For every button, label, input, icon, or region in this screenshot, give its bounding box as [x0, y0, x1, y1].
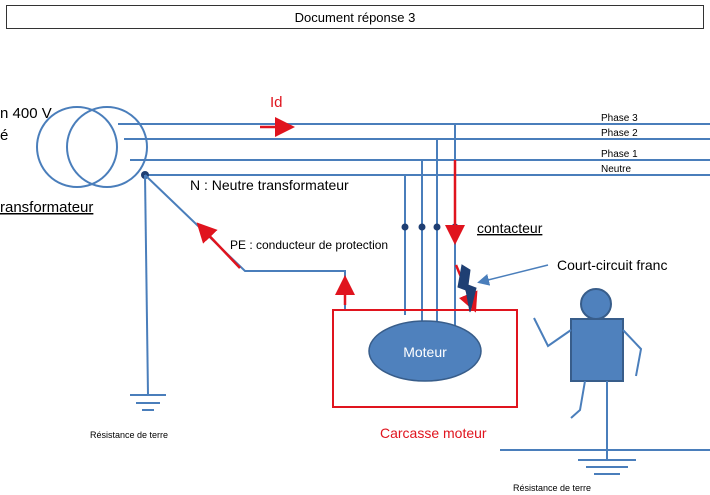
- person-figure: [533, 288, 643, 450]
- short-circuit-pointer: [477, 264, 549, 286]
- motor-frame: [332, 309, 518, 408]
- transformer-symbol: [36, 106, 148, 188]
- neutral-line-label: N : Neutre transformateur: [190, 177, 349, 193]
- neutre-label: Neutre: [601, 164, 631, 175]
- earth-right-label: Résistance de terre: [513, 483, 591, 493]
- earth-left-label: Résistance de terre: [90, 430, 168, 440]
- left-partial-text: é: [0, 127, 8, 144]
- phase-lines: [118, 123, 710, 176]
- document-title: Document réponse 3: [6, 5, 704, 29]
- short-circuit-label: Court-circuit franc: [557, 257, 667, 273]
- motor-feed-wires: [404, 124, 456, 330]
- earth-right: [500, 449, 710, 475]
- current-label: Id: [270, 94, 283, 111]
- motor-body: [368, 320, 482, 382]
- contactor-contacts: [401, 223, 459, 231]
- transformer-label: ransformateur: [0, 199, 93, 216]
- short-circuit-bolt: [457, 264, 477, 313]
- pe-line-label: PE : conducteur de protection: [230, 238, 388, 252]
- earth-left: [130, 174, 166, 411]
- motor-frame-label: Carcasse moteur: [380, 425, 487, 441]
- fault-current-path: [196, 117, 478, 313]
- left-voltage-text: n 400 V: [0, 105, 52, 122]
- phase3-label: Phase 3: [601, 113, 638, 124]
- phase1-label: Phase 1: [601, 149, 638, 160]
- contactor-label: contacteur: [477, 220, 543, 236]
- phase2-label: Phase 2: [601, 128, 638, 139]
- motor-label: Moteur: [403, 344, 447, 360]
